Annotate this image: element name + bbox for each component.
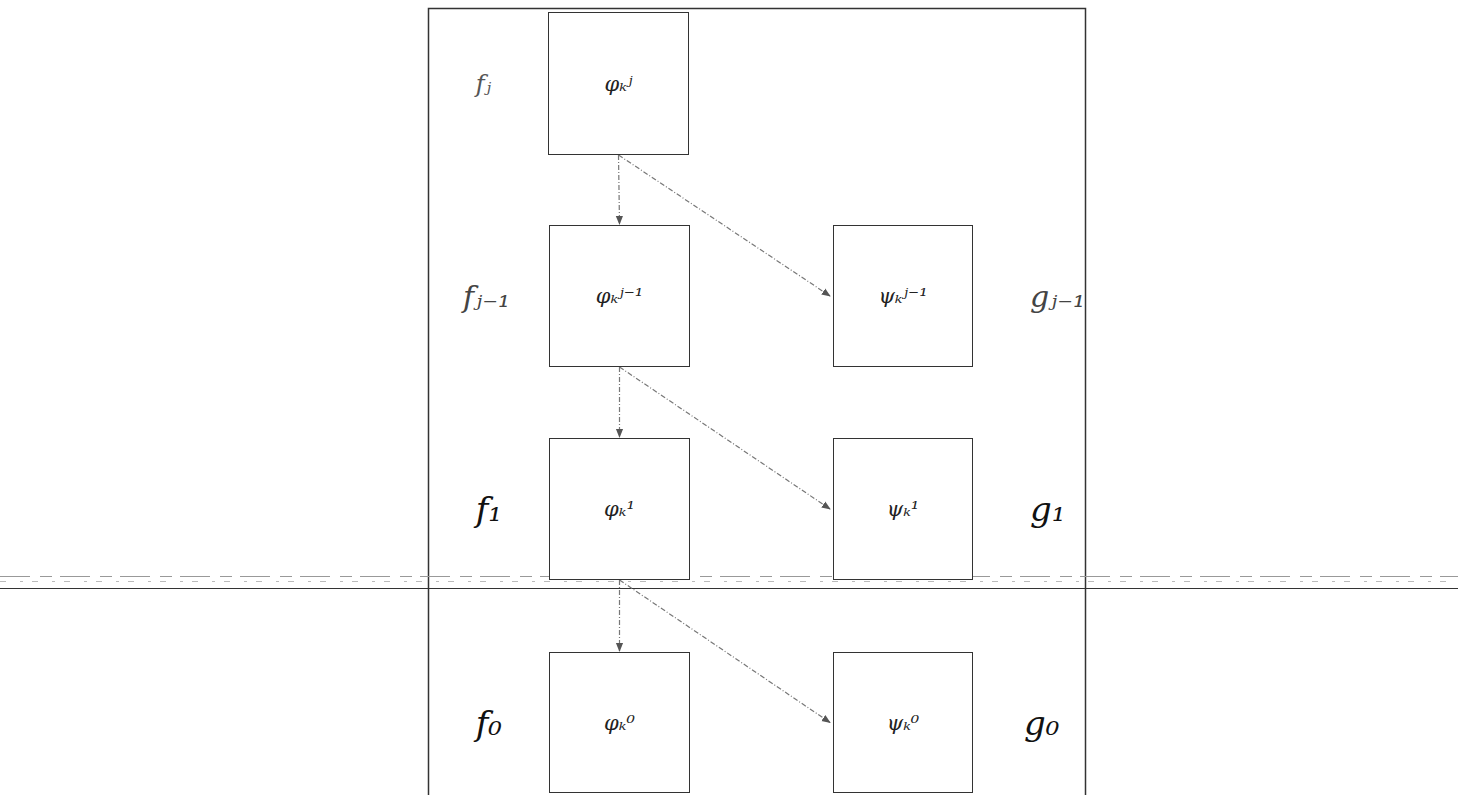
divider-line	[0, 588, 1458, 589]
coefficient-box: f₀φₖ⁰	[549, 652, 690, 793]
coefficient-box: f₁φₖ¹	[549, 438, 690, 580]
coefficient-box: fⱼ₋₁φₖʲ⁻¹	[549, 225, 690, 367]
signal-label: fⱼ₋₁	[463, 279, 510, 314]
divider-dashes	[0, 581, 1458, 582]
signal-label: g₀	[1024, 703, 1059, 743]
enclosing-frame	[429, 9, 1086, 795]
decomposition-arrow	[619, 367, 620, 437]
signal-label: f₁	[476, 489, 502, 529]
coefficient-box: g₀ψₖ⁰	[833, 652, 973, 793]
coefficient-box: fⱼφₖʲ	[548, 12, 689, 155]
basis-symbol: ψₖ¹	[887, 497, 920, 521]
signal-label: fⱼ	[476, 70, 491, 98]
decomposition-arrow	[619, 155, 620, 224]
signal-label: g₁	[1030, 489, 1065, 529]
basis-symbol: φₖʲ	[605, 72, 633, 96]
coefficient-box: g₁ψₖ¹	[833, 438, 973, 580]
basis-symbol: ψₖ⁰	[887, 711, 920, 735]
decomposition-arrow	[619, 580, 620, 651]
basis-symbol: φₖ⁰	[604, 711, 635, 735]
basis-symbol: φₖʲ⁻¹	[596, 284, 643, 308]
basis-symbol: φₖ¹	[604, 497, 635, 521]
basis-symbol: ψₖʲ⁻¹	[878, 284, 927, 308]
coefficient-box: gⱼ₋₁ψₖʲ⁻¹	[833, 225, 973, 367]
signal-label: f₀	[476, 703, 502, 743]
divider-dashes	[0, 576, 1458, 577]
signal-label: gⱼ₋₁	[1030, 279, 1085, 314]
